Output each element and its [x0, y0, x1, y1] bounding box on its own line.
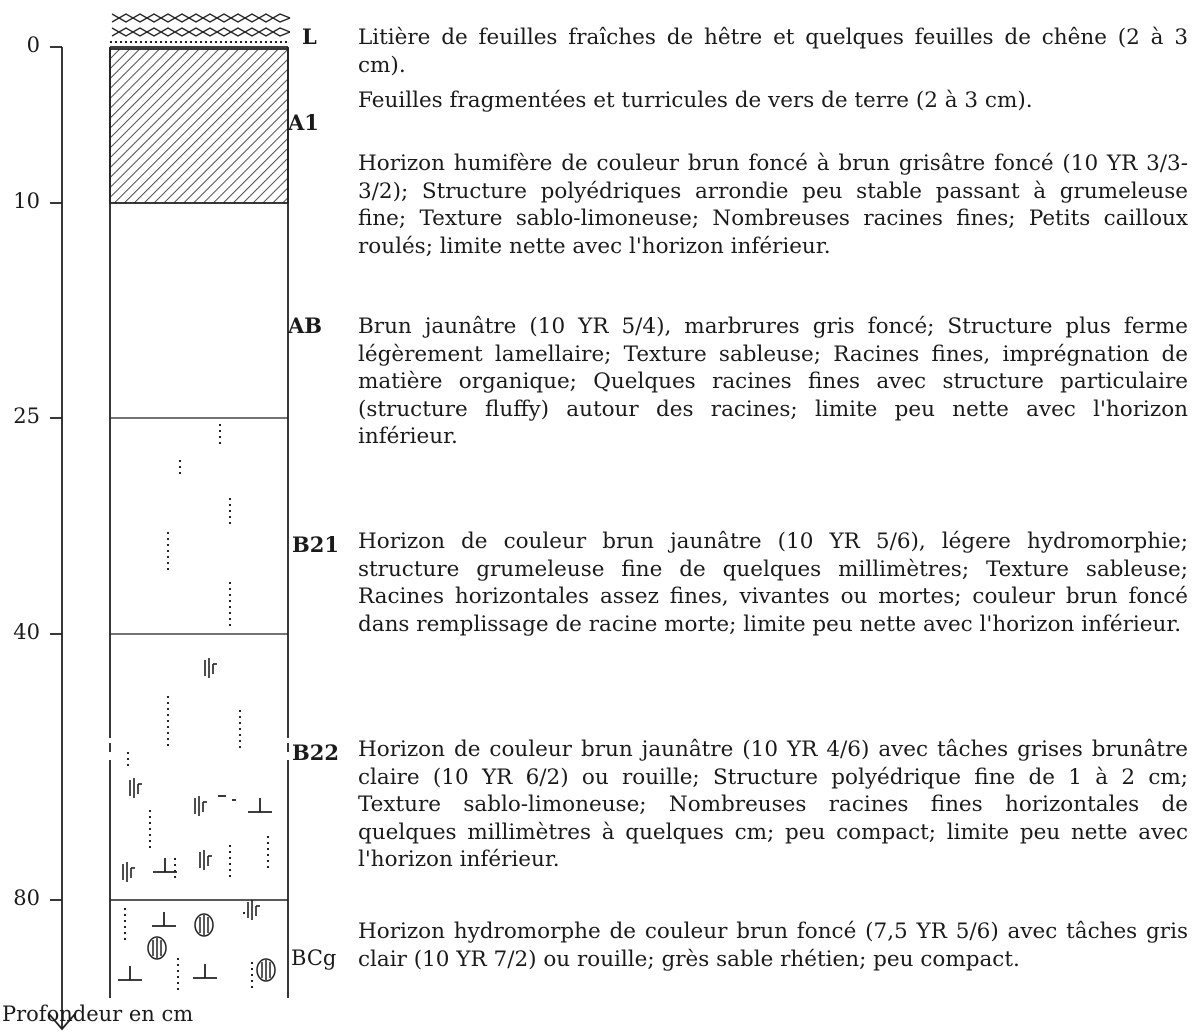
nodule-symbols	[147, 913, 276, 982]
horizon-description-ab: Brun jaunâtre (10 YR 5/4), marbrures gri…	[358, 314, 1188, 450]
depth-axis	[48, 46, 76, 1031]
depth-tick-80: 80	[13, 886, 40, 910]
horizon-label-b21: B21	[292, 532, 339, 557]
horizon-description-l: Litière de feuilles fraîches de hêtre et…	[358, 25, 1188, 78]
litter-layer-symbols	[110, 13, 291, 43]
soil-profile-diagram	[48, 13, 291, 1031]
depth-tick-0: 0	[26, 33, 40, 57]
profile-column	[109, 46, 289, 998]
horizon-label-l: L	[302, 24, 317, 49]
depth-tick-10: 10	[13, 189, 40, 213]
horizon-label-a1: A1	[288, 110, 319, 135]
mottle-symbols	[122, 658, 260, 920]
depth-tick-40: 40	[13, 620, 40, 644]
horizon-a1-fill	[109, 48, 289, 204]
horizon-description-a1: Horizon humifère de couleur brun foncé à…	[358, 151, 1188, 259]
depth-axis-caption: Profondeur en cm	[2, 1002, 194, 1026]
horizon-description-b21: Horizon de couleur brun jaunâtre (10 YR …	[358, 529, 1188, 637]
concretion-symbols	[118, 795, 272, 981]
root-marks	[124, 424, 269, 990]
depth-tick-25: 25	[13, 404, 40, 428]
horizon-label-bcg: BCg	[291, 946, 337, 970]
horizon-description-bcg: Horizon hydromorphe de couleur brun fonc…	[358, 919, 1188, 972]
horizon-description-b22: Horizon de couleur brun jaunâtre (10 YR …	[358, 737, 1188, 873]
horizon-label-ab: AB	[288, 313, 323, 338]
horizon-label-b22: B22	[292, 740, 339, 765]
horizon-description-a1-litter: Feuilles fragmentées et turricules de ve…	[358, 88, 1033, 113]
